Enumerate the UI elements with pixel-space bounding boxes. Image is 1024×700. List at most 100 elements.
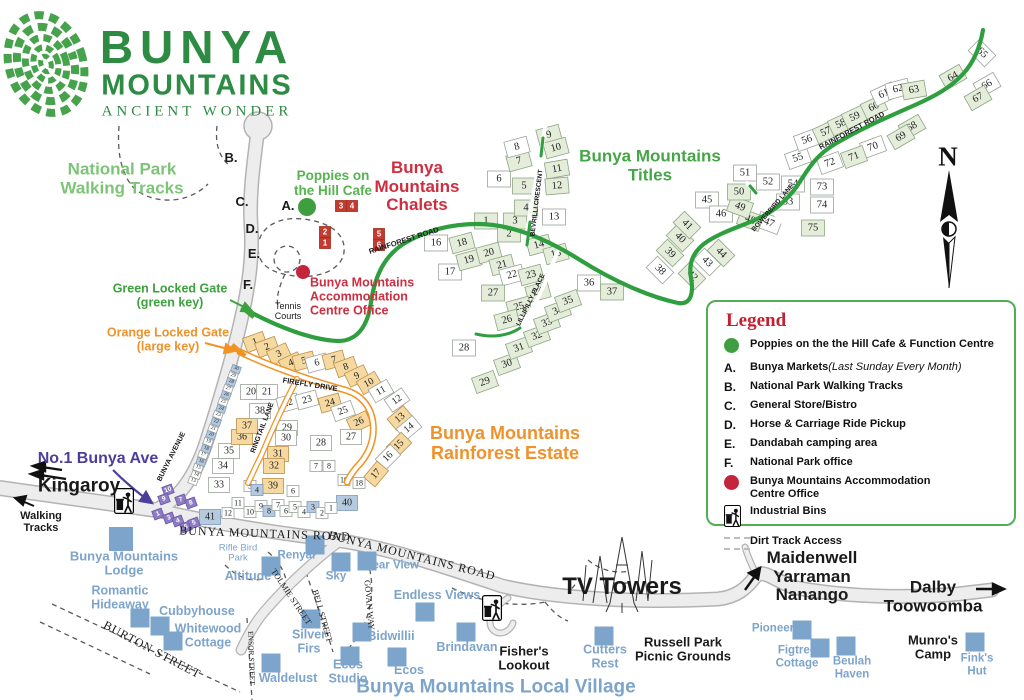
lot-number: 16: [198, 459, 205, 466]
lot-number: 2: [506, 229, 511, 240]
figtree-cottage-square: [810, 638, 830, 658]
legend-letter: C.: [724, 399, 736, 413]
estate-lot-33: 33: [208, 477, 230, 493]
lot-number: 34: [218, 461, 228, 472]
avenue_strip-lot-19: 19: [202, 436, 214, 448]
no1-bunya-ave-arrow: [112, 469, 155, 505]
lot-number: 13: [549, 212, 560, 223]
lot-number: 31: [512, 341, 526, 355]
lot-number: 19: [340, 476, 348, 485]
compass-north-label: N: [938, 141, 958, 172]
titles-lot-19: 19: [455, 248, 483, 272]
legend-letter: E.: [724, 437, 736, 451]
avenue_strip-lot-28: 28: [225, 376, 237, 388]
lot-number: 1: [329, 504, 333, 513]
ecos-square: [387, 647, 407, 667]
lot-number: 21: [262, 387, 272, 398]
estate_small-lot-8: 8: [262, 505, 276, 517]
purple-lot-9: 9: [157, 492, 171, 506]
lot-number: 20: [483, 246, 496, 259]
lot-number: 2: [263, 341, 271, 353]
legend-item-text: National Park Walking Tracks: [750, 380, 904, 392]
purple-lot-7: 7: [174, 493, 188, 507]
lot-number: 7: [515, 155, 523, 167]
lot-number: 14: [193, 472, 200, 479]
lot-number: 8: [267, 507, 271, 516]
lot-number: 27: [225, 386, 232, 393]
lot-number: 35: [561, 294, 575, 308]
lot-number: 9: [352, 370, 361, 382]
colored-roads: [236, 27, 986, 486]
titles-lot-67: 67: [963, 84, 993, 112]
estate-lot-27: 27: [340, 429, 362, 445]
titles-lot-28: 28: [452, 339, 476, 357]
lot-number: 59: [848, 110, 862, 124]
lot-number: 27: [346, 432, 356, 443]
lot-number: 7: [276, 501, 280, 510]
lot-number: 55: [791, 151, 805, 165]
lot-number: 5: [191, 519, 197, 527]
lot-number: 37: [242, 421, 252, 432]
lot-number: 30: [500, 357, 514, 371]
legend-title: Legend: [726, 310, 787, 331]
lot-number: 31: [273, 449, 283, 460]
titles-lot-6: 6: [487, 170, 511, 188]
estate_small-lot-3: 3: [306, 501, 320, 513]
lot-number: 10: [362, 376, 376, 391]
estate-lot-30: 30: [275, 430, 297, 446]
lot-number: 10: [550, 141, 563, 154]
avenue_strip-lot-15: 15: [192, 462, 204, 474]
lot-number: 71: [847, 150, 861, 164]
lot-number: 8: [342, 361, 350, 373]
titles-lot-29: 29: [470, 370, 500, 394]
legend-item-text: National Park office: [750, 456, 853, 468]
finks-hut-square: [965, 632, 985, 652]
lot-number: 72: [823, 156, 837, 170]
logo-tagline: ANCIENT WONDER: [101, 103, 293, 120]
chalets-lot-4: 4: [346, 200, 358, 212]
lot-number: 5: [377, 230, 382, 239]
orange-gate-mark: [230, 343, 247, 358]
lot-number: 12: [551, 180, 562, 192]
titles-lot-53: 53: [776, 193, 800, 211]
lot-number: 54: [788, 179, 799, 190]
lot-number: 4: [302, 508, 306, 517]
lot-number: 3: [166, 514, 172, 522]
legend-item: E.Dandabah camping area: [720, 437, 1002, 451]
legend-item: D.Horse & Carriage Ride Pickup: [720, 418, 1002, 432]
lot-number: 30: [281, 433, 291, 444]
lot-number: 26: [501, 313, 514, 326]
lot-number: 19: [463, 253, 476, 266]
titles-lot-49: 49: [725, 195, 755, 219]
pioneer-square: [792, 620, 812, 640]
bunya-mountains-lodge-square: [109, 527, 133, 551]
lot-number: 25: [336, 404, 349, 418]
purple-lot-3: 3: [162, 511, 176, 525]
titles-lot-69: 69: [886, 123, 916, 151]
titles-lot-51: 51: [733, 164, 757, 182]
lot-number: 49: [733, 200, 747, 214]
purple-lot-8: 8: [184, 496, 198, 510]
estate-lot-37: 37: [236, 418, 258, 434]
lot-number: 4: [350, 202, 355, 211]
logo-title: BUNYA: [99, 21, 295, 73]
endless-views-square: [415, 602, 435, 622]
lot-number: 23: [215, 412, 222, 419]
titles-lot-71: 71: [839, 145, 869, 169]
chalets-lot-1: 1: [319, 237, 331, 249]
lot-number: 1: [251, 336, 259, 348]
estate-lot-32: 32: [263, 458, 285, 474]
whitewood-cottage-square: [163, 631, 183, 651]
lot-number: 52: [763, 177, 774, 188]
cubbyhouse-square: [150, 616, 170, 636]
dalby-arrow: [976, 582, 1007, 596]
lot-number: 26: [223, 392, 230, 399]
poppies-legend-dot: [724, 338, 739, 353]
legend-letter: B.: [724, 380, 736, 394]
lot-number: 11: [551, 163, 563, 176]
estate-lot-11: 11: [367, 378, 395, 404]
avenue_strip-lot-22: 22: [210, 416, 222, 428]
estate-lot-39: 39: [262, 478, 284, 494]
lot-number: 13: [190, 478, 197, 485]
beulah-haven-square: [836, 636, 856, 656]
